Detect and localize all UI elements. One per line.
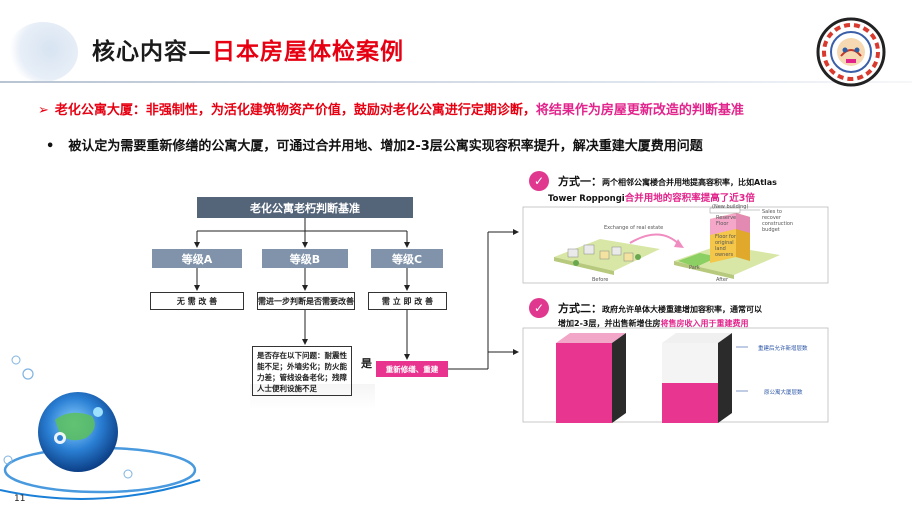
page-title-part2: 日本房屋体检案例	[212, 39, 404, 65]
method2-emphasis: 将售房收入用于重建费用	[660, 319, 749, 328]
method1-emphasis: 合并用地的容积率提高了近3倍	[624, 193, 755, 204]
outcome-further-judgment: 需进一步判断是否需要改善	[257, 292, 355, 310]
method2-text: 增加2-3层，并出售新增住房	[558, 319, 661, 328]
arrow-bullet-icon: ➢	[38, 103, 49, 118]
grade-c-box: 等级C	[371, 249, 443, 268]
method1-description: 两个相邻公寓楼合并用地提高容积率，比如Atlas	[602, 178, 777, 187]
method1-detail: Tower Roppongi合并用地的容积率提高了近3倍	[548, 190, 755, 204]
legend-original-floors: 原公寓大厦层数	[764, 390, 803, 396]
highlight-line: ➢ 老化公寓大厦：非强制性，为活化建筑物资产价值，鼓励对老化公寓进行定期诊断，将结…	[38, 99, 744, 118]
method2-label: 方式二：	[558, 302, 602, 315]
label-floor-for: Floor for original land owners	[715, 234, 736, 258]
label-new-building: (New building)	[712, 204, 749, 210]
condition-box-shadow	[250, 384, 375, 410]
bullet-dot-icon: •	[46, 139, 55, 154]
label-park: Park	[689, 265, 700, 271]
highlight-line-text: 老化公寓大厦：非强制性，为活化建筑物资产价值，鼓励对老化公寓进行定期诊断，	[54, 103, 536, 118]
bullet-line-text: 被认定为需要重新修缮的公寓大厦，可通过合并用地、增加2-3层公寓实现容积率提升，…	[68, 139, 703, 154]
condition-list: 耐震性能不足；外墙劣化；防火能力差；管线设备老化；残障人士便利设施不足	[257, 351, 347, 393]
renovate-rebuild-box: 重新修缮、重建	[376, 361, 448, 377]
organization-logo	[816, 17, 886, 87]
page-number: 11	[14, 494, 26, 504]
outcome-no-improvement: 无 需 改 善	[150, 292, 244, 310]
page-title: 核心内容—日本房屋体检案例	[92, 32, 404, 66]
checkmark-icon: ✓	[529, 171, 549, 191]
header-divider	[0, 81, 912, 83]
outcome-immediate-improvement: 需 立 即 改 善	[368, 292, 447, 310]
label-sales: Sales to recover construction budget	[762, 209, 794, 233]
bullet-line: • 被认定为需要重新修缮的公寓大厦，可通过合并用地、增加2-3层公寓实现容积率提升…	[46, 135, 703, 154]
globe-decoration	[0, 355, 201, 500]
checkmark-icon: ✓	[529, 298, 549, 318]
condition-heading: 是否存在以下问题：	[257, 351, 325, 360]
label-reserve: Reserve Floor	[716, 215, 737, 227]
grade-b-box: 等级B	[262, 249, 348, 268]
method2-heading: 方式二：政府允许单体大楼重建增加容积率，通常可以	[558, 300, 762, 316]
method1-example: Tower Roppongi	[548, 194, 625, 204]
method1-heading: 方式一：两个相邻公寓楼合并用地提高容积率，比如Atlas	[558, 173, 777, 189]
label-before: Before	[592, 277, 609, 283]
grade-a-box: 等级A	[152, 249, 242, 268]
method2-detail: 增加2-3层，并出售新增住房将售房收入用于重建费用	[558, 318, 748, 329]
method1-label: 方式一：	[558, 175, 602, 188]
condition-box: 是否存在以下问题：耐震性能不足；外墙劣化；防火能力差；管线设备老化；残障人士便利…	[252, 346, 352, 396]
land-consolidation-diagram	[554, 207, 780, 279]
title-decoration	[8, 22, 78, 82]
label-exchange: Exchange of real estate	[604, 225, 664, 231]
legend-new-floors: 重建后允许新增层数	[758, 346, 808, 352]
floor-increase-diagram	[556, 333, 748, 423]
page-title-part1: 核心内容—	[92, 39, 212, 65]
highlight-line-emphasis: 将结果作为房屋更新改造的判断基准	[535, 103, 744, 118]
criteria-header: 老化公寓老朽判断基准	[197, 197, 413, 218]
label-after: After	[716, 277, 729, 283]
method2-description: 政府允许单体大楼重建增加容积率，通常可以	[602, 305, 762, 314]
yes-label: 是	[361, 357, 372, 370]
